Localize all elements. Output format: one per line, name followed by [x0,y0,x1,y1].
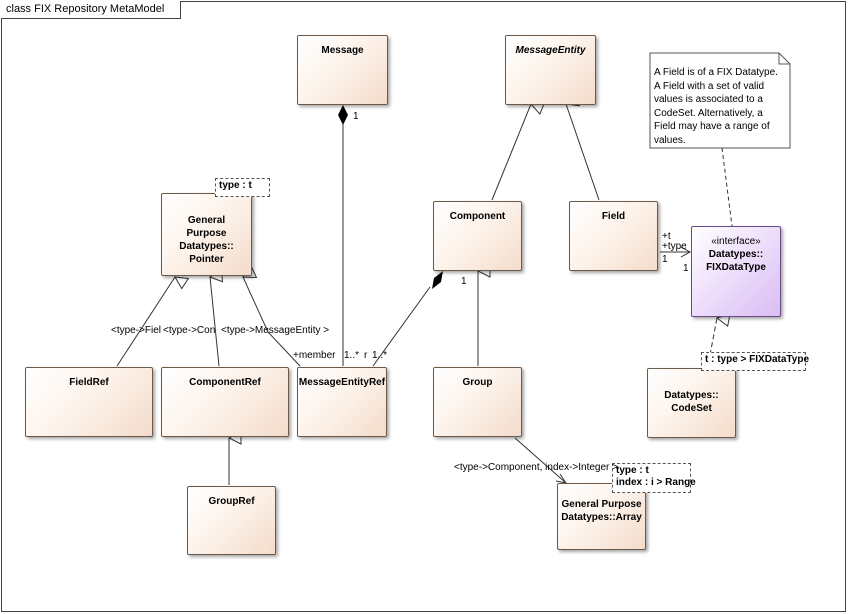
class-array[interactable]: General Purpose Datatypes::Array [557,483,646,550]
composition-diamond-message [338,105,348,125]
class-field-name: Field [601,211,626,222]
class-componentref-name: ComponentRef [189,377,261,388]
class-pointer-name: General Purpose Datatypes:: Pointer [179,215,234,265]
class-fieldref-name: FieldRef [69,377,109,388]
diagram-title: class FIX Repository MetaModel [6,3,165,15]
class-message-name: Message [321,45,364,56]
class-group[interactable]: Group [433,367,522,437]
label-fixdatatype-multiplicity: 1 [683,263,689,274]
template-param-codeset: t : type > FIXDataType [701,352,809,371]
label-array-binding: <type->Component, index->Integer > [454,462,618,473]
template-param-array-type: type : t [616,465,649,476]
label-member-multiplicity-b: 1..* [372,350,388,361]
label-binding-componentref: <type->Con [163,325,216,336]
binding-group-array [514,437,567,484]
class-messageentityref-name: MessageEntityRef [298,377,386,388]
interface-stereotype: «interface» [711,236,761,247]
interface-fixdatatype[interactable]: «interface» Datatypes:: FIXDataType [691,226,781,317]
note-shape [649,52,791,149]
generalization-field-messageentity [566,104,600,201]
composition-component-messageentityref [372,286,431,367]
label-member-multiplicity-a: 1..* [344,350,360,361]
template-param-array: type : t index : i > Range [612,463,696,493]
class-fieldref[interactable]: FieldRef [25,367,153,437]
generalization-fieldref-pointer [116,277,175,367]
note-link [721,147,733,227]
class-codeset-name: Datatypes:: CodeSet [664,390,719,414]
label-r: r [364,350,368,361]
association-arrowhead [680,246,692,258]
class-field[interactable]: Field [569,201,658,271]
class-group-name: Group [462,377,493,388]
label-field-multiplicity: 1 [662,254,668,265]
generalization-componentref-pointer [210,277,219,367]
generalization-messageentityref-pointer [243,277,301,367]
class-array-name: General Purpose Datatypes::Array [561,499,642,523]
label-field-t: +t [662,231,671,242]
label-message-multiplicity: 1 [353,111,359,122]
class-messageentity[interactable]: MessageEntity [505,35,596,105]
generalization-component-messageentity [491,104,531,201]
class-messageentity-name: MessageEntity [515,45,586,56]
generalization-codeset-fixdatatype [709,318,717,356]
class-message[interactable]: Message [297,35,388,105]
diagram-title-tab: class FIX Repository MetaModel [1,1,182,19]
class-componentref[interactable]: ComponentRef [161,367,289,437]
label-component-multiplicity: 1 [461,276,467,287]
note-fold [778,53,790,65]
class-pointer[interactable]: General Purpose Datatypes:: Pointer [161,193,252,276]
interface-fixdatatype-name: Datatypes:: FIXDataType [706,249,766,273]
note-text: A Field is of a FIX Datatype. A Field wi… [654,67,778,146]
label-binding-messageentityref: <type->MessageEntity > [221,325,330,336]
class-groupref[interactable]: GroupRef [187,486,276,555]
label-field-type: +type [662,241,687,252]
class-component[interactable]: Component [433,201,522,271]
template-param-array-index: index : i > Range [616,477,696,488]
class-component-name: Component [449,211,506,222]
composition-diamond-component [432,271,443,289]
template-param-pointer: type : t [215,178,270,197]
class-groupref-name: GroupRef [208,496,255,507]
class-codeset[interactable]: Datatypes:: CodeSet [647,368,736,438]
label-member-role: +member [293,350,336,361]
note: A Field is of a FIX Datatype. A Field wi… [650,53,790,148]
class-messageentityref[interactable]: MessageEntityRef [297,367,387,437]
label-binding-fieldref: <type->Fiel [111,325,162,336]
